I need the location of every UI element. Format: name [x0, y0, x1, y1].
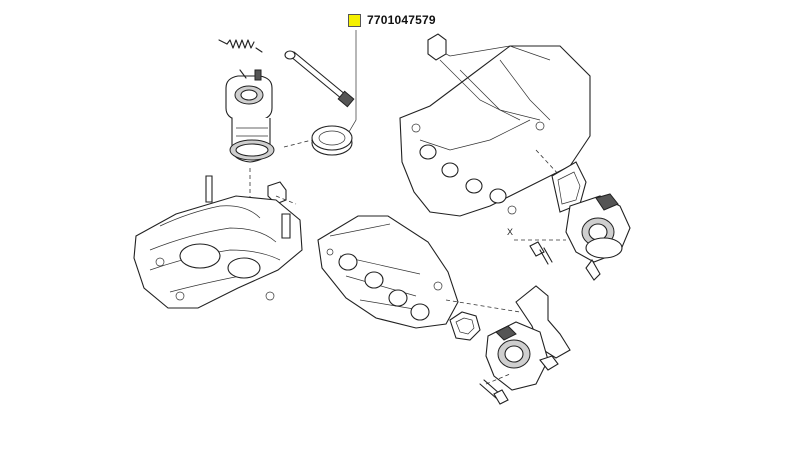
gasket-ring	[311, 125, 353, 156]
throttle-body-bottom	[485, 285, 571, 391]
intake-manifold-center	[317, 215, 459, 329]
x-marker-label: X	[507, 227, 514, 237]
throttle-body-tube	[229, 118, 275, 163]
intake-manifold-left	[133, 175, 303, 309]
small-bracket	[267, 181, 297, 205]
o-ring-seal	[449, 311, 481, 341]
bolt-bottom	[479, 373, 511, 405]
spring	[218, 39, 263, 53]
cylinder-head-manifold	[399, 33, 591, 217]
throttle-body-upper	[225, 69, 273, 121]
part-number-label: 7701047579	[367, 13, 436, 27]
callout-leader-line	[342, 30, 357, 143]
part-number-callout: 7701047579	[348, 13, 436, 27]
throttle-gasket-right	[551, 161, 587, 213]
bolt-right	[514, 239, 566, 265]
assembly-line	[445, 299, 521, 313]
assembly-line	[283, 139, 313, 148]
throttle-body-right	[565, 193, 631, 281]
long-bolt	[284, 50, 355, 108]
callout-marker-icon	[348, 13, 361, 27]
assembly-line	[535, 149, 561, 177]
